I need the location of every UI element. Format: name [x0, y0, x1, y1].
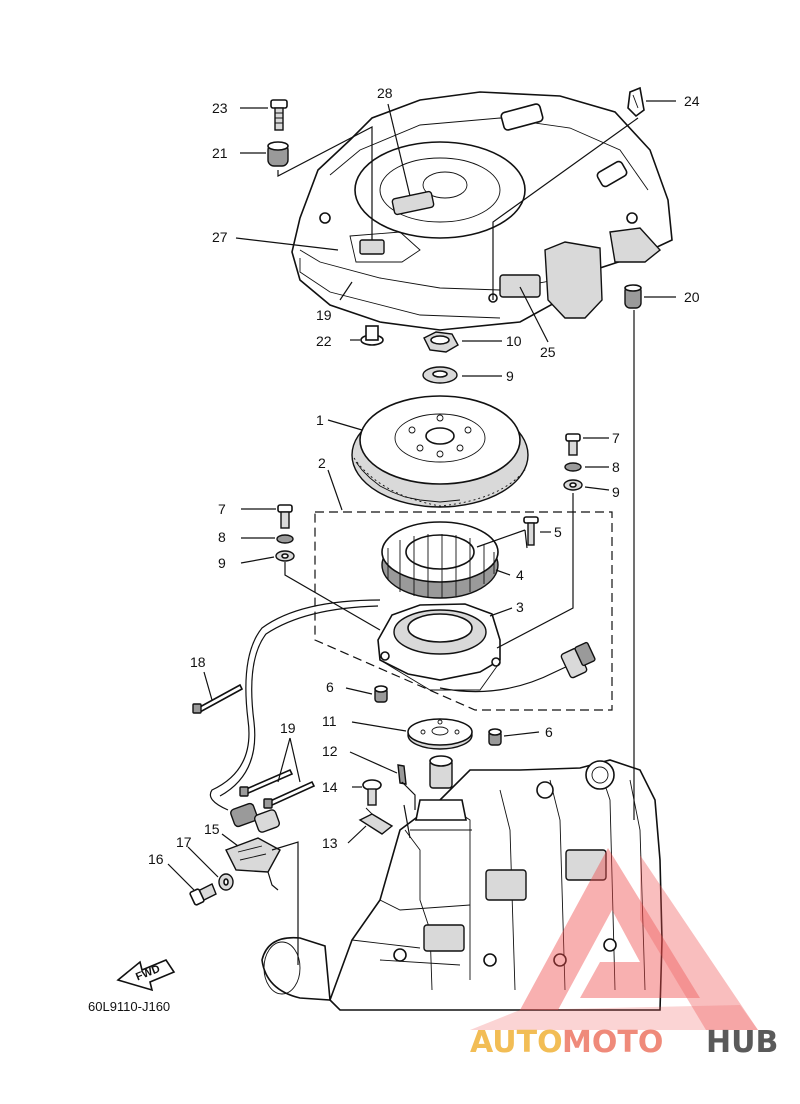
collar-6-right — [488, 728, 502, 746]
callout-19-mid: 19 — [280, 720, 296, 736]
stator-base-plate — [377, 603, 501, 691]
collar-23 — [360, 325, 384, 346]
callout-24: 23 — [212, 100, 228, 116]
callout-8-right: 8 — [612, 459, 620, 475]
grommet-21 — [624, 284, 642, 309]
callout-11: 9 — [506, 368, 514, 384]
callout-13: 11 — [322, 713, 337, 729]
connector-16 — [225, 802, 281, 891]
callout-20: 19 — [316, 307, 332, 323]
flywheel-rotor — [351, 395, 529, 508]
bolt-17 — [189, 883, 217, 906]
grommet-22 — [267, 141, 289, 167]
cable-tie-19-top — [192, 683, 244, 714]
engine-block — [261, 755, 663, 1011]
washer-9-right — [563, 479, 583, 491]
bolt-7-right — [565, 433, 581, 456]
washer-8-left — [276, 534, 294, 544]
callout-22: 21 — [212, 145, 228, 161]
callout-numbers: 23 21 28 27 19 22 24 20 25 10 9 1 2 7 8 … — [148, 85, 700, 867]
callout-4: 4 — [516, 567, 524, 583]
washer-18 — [218, 873, 234, 891]
callout-7-left: 7 — [218, 501, 226, 517]
callout-6-right: 6 — [545, 724, 553, 740]
callout-15: 14 — [322, 779, 338, 795]
callout-8-left: 8 — [218, 529, 226, 545]
watermark-logo — [470, 848, 758, 1030]
callout-27: 27 — [212, 229, 228, 245]
harness-connector — [560, 641, 596, 679]
callout-25: 24 — [684, 93, 700, 109]
callout-3: 3 — [516, 599, 524, 615]
callout-6-left: 6 — [326, 679, 334, 695]
callout-7-right: 7 — [612, 430, 620, 446]
nut-12 — [423, 331, 459, 353]
washer-8-right — [564, 462, 582, 472]
callout-9-right: 9 — [612, 484, 620, 500]
callout-23: 22 — [316, 333, 332, 349]
key-10 — [397, 764, 407, 785]
callout-28: 28 — [377, 85, 393, 101]
callout-12: 10 — [506, 333, 522, 349]
flywheel-cover — [291, 91, 673, 331]
callout-26: 25 — [540, 344, 556, 360]
callout-14: 13 — [322, 835, 338, 851]
svg-text:MOTO: MOTO — [562, 1025, 663, 1060]
bolt-7-left — [277, 504, 293, 529]
stator-assembly-box — [314, 511, 613, 711]
callout-16: 15 — [204, 821, 220, 837]
stator-coil — [381, 521, 499, 599]
callout-18: 17 — [176, 834, 192, 850]
bolt-24 — [270, 99, 288, 131]
callout-5: 5 — [554, 524, 562, 540]
callout-9-left: 9 — [218, 555, 226, 571]
callout-10: 12 — [322, 743, 338, 759]
leader-lines — [167, 100, 676, 965]
callout-19-top: 18 — [190, 654, 206, 670]
svg-text:HUB: HUB — [706, 1025, 778, 1060]
bolt-15 — [362, 779, 382, 806]
callout-21: 20 — [684, 289, 700, 305]
cable-tie-19-a — [239, 768, 294, 797]
pulser-plate-13 — [407, 718, 473, 750]
bracket-14 — [358, 807, 394, 835]
washer-11 — [422, 366, 458, 384]
svg-text:AUTO: AUTO — [470, 1025, 563, 1060]
callout-17: 16 — [148, 851, 164, 867]
cable-tie-19-b — [263, 780, 316, 809]
stator-wire-harness — [209, 599, 571, 811]
diagram-code: 60L9110-J160 — [88, 999, 170, 1014]
collar-6-left — [374, 685, 388, 703]
watermark-text: AUTO MOTO HUB — [470, 1025, 778, 1060]
washer-9-left — [275, 550, 295, 562]
callout-2: 2 — [318, 455, 326, 471]
fwd-arrow-icon: FWD — [116, 959, 176, 992]
screw-5 — [523, 516, 539, 546]
callout-1: 1 — [316, 412, 324, 428]
clip-25 — [627, 86, 645, 118]
